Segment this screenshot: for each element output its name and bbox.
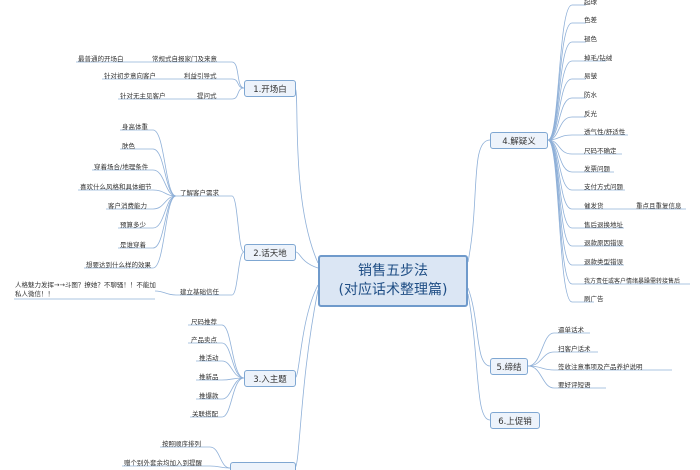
opening-standard-detail[interactable]: 最普通的开场白	[78, 55, 124, 63]
objection-note[interactable]: 重点且重复信息	[636, 202, 682, 210]
closing-item[interactable]: 签收注意事项及产品养护说明	[558, 363, 643, 371]
objection-item[interactable]: 我方责任或客户情绪暴躁需转接售后	[584, 278, 681, 285]
opening-benefit-detail[interactable]: 针对初步意向客户	[104, 72, 156, 80]
topic-objections[interactable]: 4.解疑义	[490, 132, 548, 149]
objection-item[interactable]: 透气性/舒适性	[584, 128, 626, 136]
need-item[interactable]: 是谁穿着	[120, 241, 146, 249]
topic-small-talk[interactable]: 2.话天地	[244, 244, 296, 261]
objection-item[interactable]: 褪色	[584, 35, 597, 43]
subject-item[interactable]: 推爆款	[199, 392, 219, 400]
objection-item[interactable]: 发票问题	[584, 165, 610, 173]
objection-item[interactable]: 易皱	[584, 72, 597, 80]
small-talk-needs[interactable]: 了解客户需求	[180, 189, 219, 197]
closing-item[interactable]: 逼单话术	[558, 326, 584, 334]
objection-item[interactable]: 掉毛/钻绒	[584, 54, 613, 62]
objection-item[interactable]: 退款原因错误	[584, 239, 623, 247]
objection-item[interactable]: 起球	[584, 0, 597, 6]
objection-item[interactable]: 防水	[584, 91, 597, 99]
trust-item[interactable]: 人格魅力发挥→→斗图？撩她？不聊骚！！不能加私人微信！！	[15, 281, 156, 298]
topic-promotion[interactable]: 6.上促销	[490, 412, 540, 429]
need-item[interactable]: 想要达到什么样的效果	[86, 261, 151, 269]
closing-item[interactable]: 要好评短语	[558, 381, 591, 389]
need-item[interactable]: 穿着场合/地理条件	[94, 163, 149, 171]
topic-opening[interactable]: 1.开场白	[244, 80, 296, 97]
objection-item[interactable]: 支付方式问题	[584, 183, 623, 191]
opening-question-detail[interactable]: 针对无主见客户	[120, 92, 166, 100]
root-topic[interactable]: 销售五步法 (对应话术整理篇)	[318, 255, 468, 307]
need-item[interactable]: 预算多少	[120, 221, 146, 229]
objection-item[interactable]: 售后退换地址	[584, 221, 623, 229]
objection-item[interactable]: 尺码不确定	[584, 147, 617, 155]
root-title: 销售五步法	[358, 263, 428, 279]
small-talk-trust[interactable]: 建立基础信任	[180, 288, 219, 296]
topic-closing[interactable]: 5.缔结	[490, 358, 528, 375]
seventh-item[interactable]: 按照顺序排列	[162, 440, 201, 448]
closing-item[interactable]: 扫客户话术	[558, 345, 591, 353]
subject-item[interactable]: 尺码推荐	[191, 318, 217, 326]
root-subtitle: (对应话术整理篇)	[338, 282, 448, 298]
opening-standard[interactable]: 常规式自报家门及来意	[152, 55, 217, 63]
objection-item[interactable]: 退款类型错误	[584, 258, 623, 266]
opening-question[interactable]: 提问式	[197, 92, 217, 100]
topic-main-subject[interactable]: 3.入主题	[244, 370, 296, 387]
opening-benefit[interactable]: 利益引导式	[184, 72, 217, 80]
topic-seventh[interactable]	[230, 462, 296, 470]
need-item[interactable]: 身高体重	[122, 123, 148, 131]
objection-item[interactable]: 色差	[584, 16, 597, 24]
need-item[interactable]: 肤色	[122, 142, 135, 150]
need-item[interactable]: 客户消费能力	[108, 202, 147, 210]
subject-item[interactable]: 推活动	[199, 354, 219, 362]
objection-item[interactable]: 刷广告	[584, 295, 604, 303]
subject-item[interactable]: 推新品	[199, 373, 219, 381]
seventh-item[interactable]: 赠个别外套余均加入到提醒	[124, 459, 202, 467]
subject-item[interactable]: 关联搭配	[192, 410, 218, 418]
objection-item[interactable]: 反光	[584, 110, 597, 118]
objection-item[interactable]: 催发货	[584, 202, 604, 210]
need-item[interactable]: 喜欢什么风格和具体细节	[80, 183, 152, 191]
subject-item[interactable]: 产品卖点	[191, 336, 217, 344]
